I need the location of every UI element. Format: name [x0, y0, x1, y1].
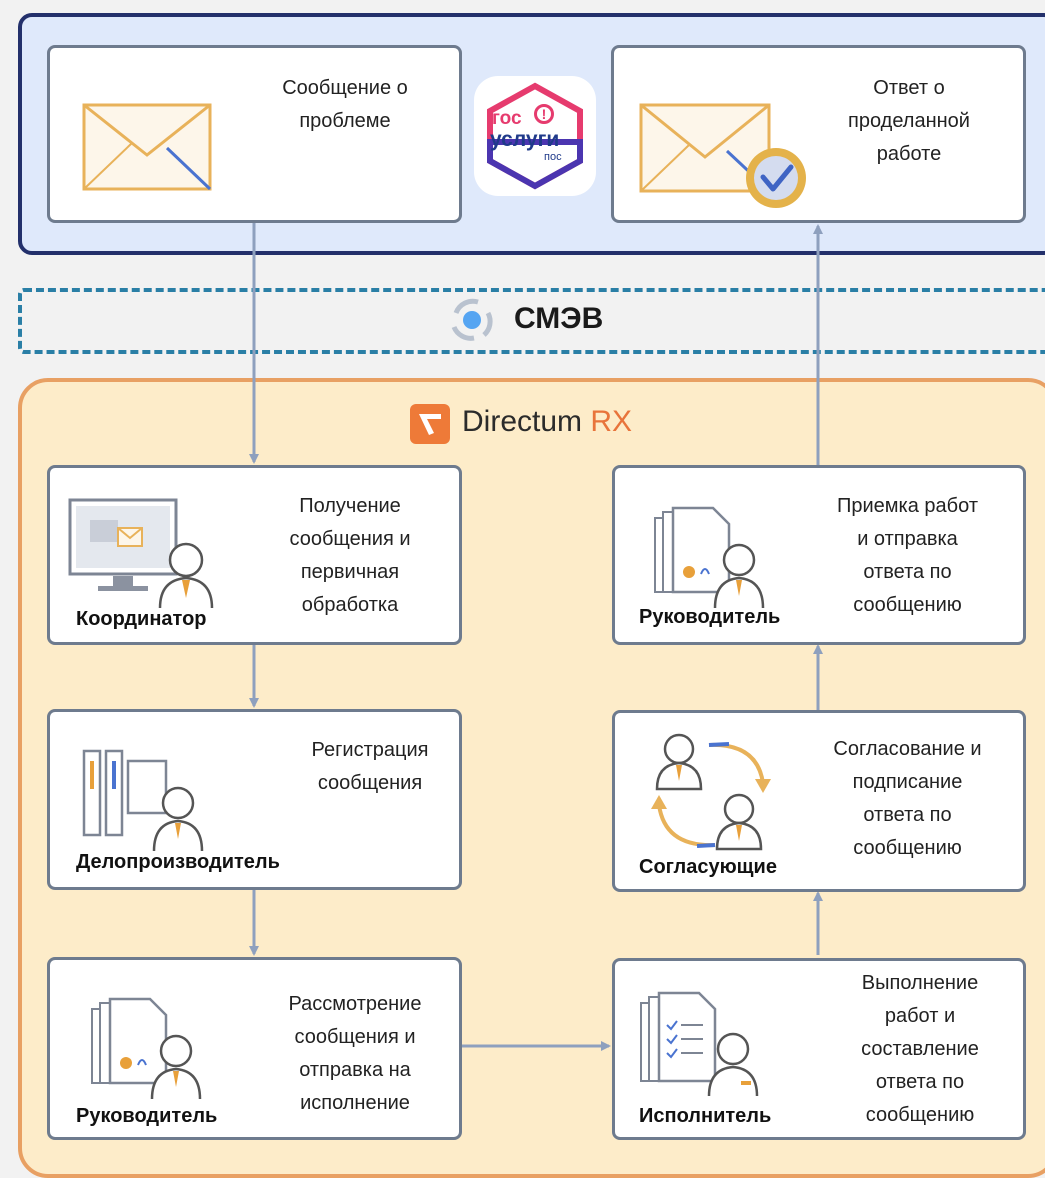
step-accept-text: Приемка работ и отправка ответа по сообщ…	[837, 495, 978, 616]
step-register-role: Делопроизводитель	[76, 851, 280, 873]
document-person-icon	[91, 997, 202, 1100]
alert-icon: !	[534, 104, 554, 124]
directum-rx-title: Directum RX	[462, 405, 632, 439]
directum-brand: Directum	[462, 405, 583, 438]
smev-band	[18, 288, 1045, 354]
step-review-text: Рассмотрение сообщения и отправка на исп…	[288, 993, 422, 1114]
step-accept-box: Руководитель Приемка работ и отправка от…	[612, 465, 1026, 645]
step-register-box: Делопроизводитель Регистрация сообщения	[47, 709, 462, 890]
gosuslugi-logo: гос ! услуги пос	[474, 76, 596, 196]
step-accept-role: Руководитель	[639, 606, 781, 628]
step-register-text: Регистрация сообщения	[311, 739, 429, 794]
logo-line3: пос	[544, 151, 562, 163]
directum-logo-icon	[410, 404, 450, 444]
envelope-check-icon	[639, 103, 806, 208]
step-receive-role: Координатор	[76, 608, 207, 630]
approval-cycle-icon	[651, 733, 771, 851]
step-execute-role: Исполнитель	[639, 1105, 772, 1127]
smev-label: СМЭВ	[514, 302, 604, 335]
folders-person-icon	[82, 749, 204, 852]
outgoing-answer-box: Ответ о проделанной работе	[611, 45, 1026, 223]
monitor-person-icon	[68, 498, 214, 609]
step-receive-box: Координатор Получение сообщения и первич…	[47, 465, 462, 645]
step-review-role: Руководитель	[76, 1105, 218, 1127]
incoming-message-text: Сообщение о проблеме	[282, 77, 408, 132]
envelope-icon	[82, 103, 212, 191]
incoming-message-box: Сообщение о проблеме	[47, 45, 462, 223]
logo-line2: услуги	[490, 128, 560, 151]
step-execute-text: Выполнение работ и составление ответа по…	[861, 972, 979, 1126]
document-person-icon	[654, 506, 765, 609]
gosuslugi-hexagon-icon	[487, 82, 583, 190]
step-receive-text: Получение сообщения и первичная обработк…	[289, 495, 411, 616]
step-approve-text: Согласование и подписание ответа по сооб…	[833, 738, 982, 859]
step-execute-box: Исполнитель Выполнение работ и составлен…	[612, 958, 1026, 1140]
logo-line1: гос	[492, 108, 522, 129]
step-review-box: Руководитель Рассмотрение сообщения и от…	[47, 957, 462, 1140]
step-approve-role: Согласующие	[639, 856, 777, 878]
smev-sync-icon	[451, 298, 493, 341]
directum-brand-suffix: RX	[590, 405, 633, 438]
step-approve-box: Согласующие Согласование и подписание от…	[612, 710, 1026, 892]
checklist-person-icon	[640, 991, 759, 1097]
outgoing-answer-text: Ответ о проделанной работе	[848, 77, 970, 165]
